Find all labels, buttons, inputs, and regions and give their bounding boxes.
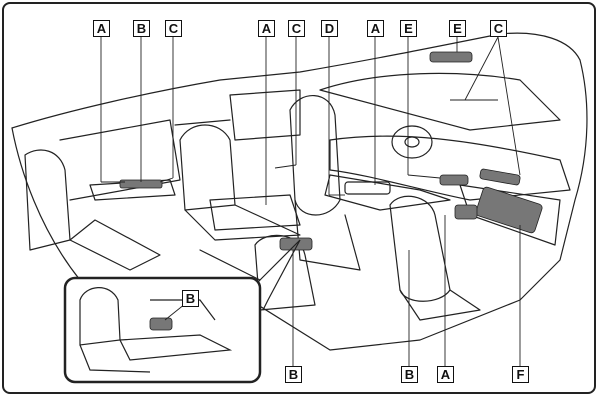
callout-top-1: A (93, 20, 110, 37)
steering-wheel (391, 125, 433, 159)
body-right-outline (519, 59, 588, 301)
seat-pocket-shaded (454, 204, 478, 220)
console-tray-shaded (439, 174, 469, 186)
rear-bench (24, 149, 71, 251)
dashboard (329, 135, 571, 201)
inset-detail (63, 239, 301, 384)
roof-outline (11, 32, 581, 129)
body-left-outline (11, 127, 81, 311)
middle-seat-left (179, 124, 236, 211)
callout-top-6: D (321, 20, 338, 37)
callout-bottom-4: F (512, 366, 529, 383)
front-seat-right (389, 195, 451, 302)
callout-top-4: A (258, 20, 275, 37)
windshield (319, 72, 561, 131)
front-seat-left (289, 95, 341, 216)
callout-bottom-3: A (437, 366, 454, 383)
glovebox-shaded (475, 186, 543, 234)
callout-top-7: A (367, 20, 384, 37)
callout-top-2: B (133, 20, 150, 37)
callout-top-3: C (165, 20, 182, 37)
callout-top-8: E (400, 20, 417, 37)
overhead-console-shaded (429, 51, 473, 63)
dash-tray-shaded (479, 168, 521, 186)
callout-top-9: E (449, 20, 466, 37)
callout-bottom-2: B (401, 366, 418, 383)
callout-inset: B (182, 290, 199, 307)
callout-top-5: C (288, 20, 305, 37)
callout-top-10: C (490, 20, 507, 37)
callout-bottom-1: B (285, 366, 302, 383)
center-console (324, 174, 451, 211)
